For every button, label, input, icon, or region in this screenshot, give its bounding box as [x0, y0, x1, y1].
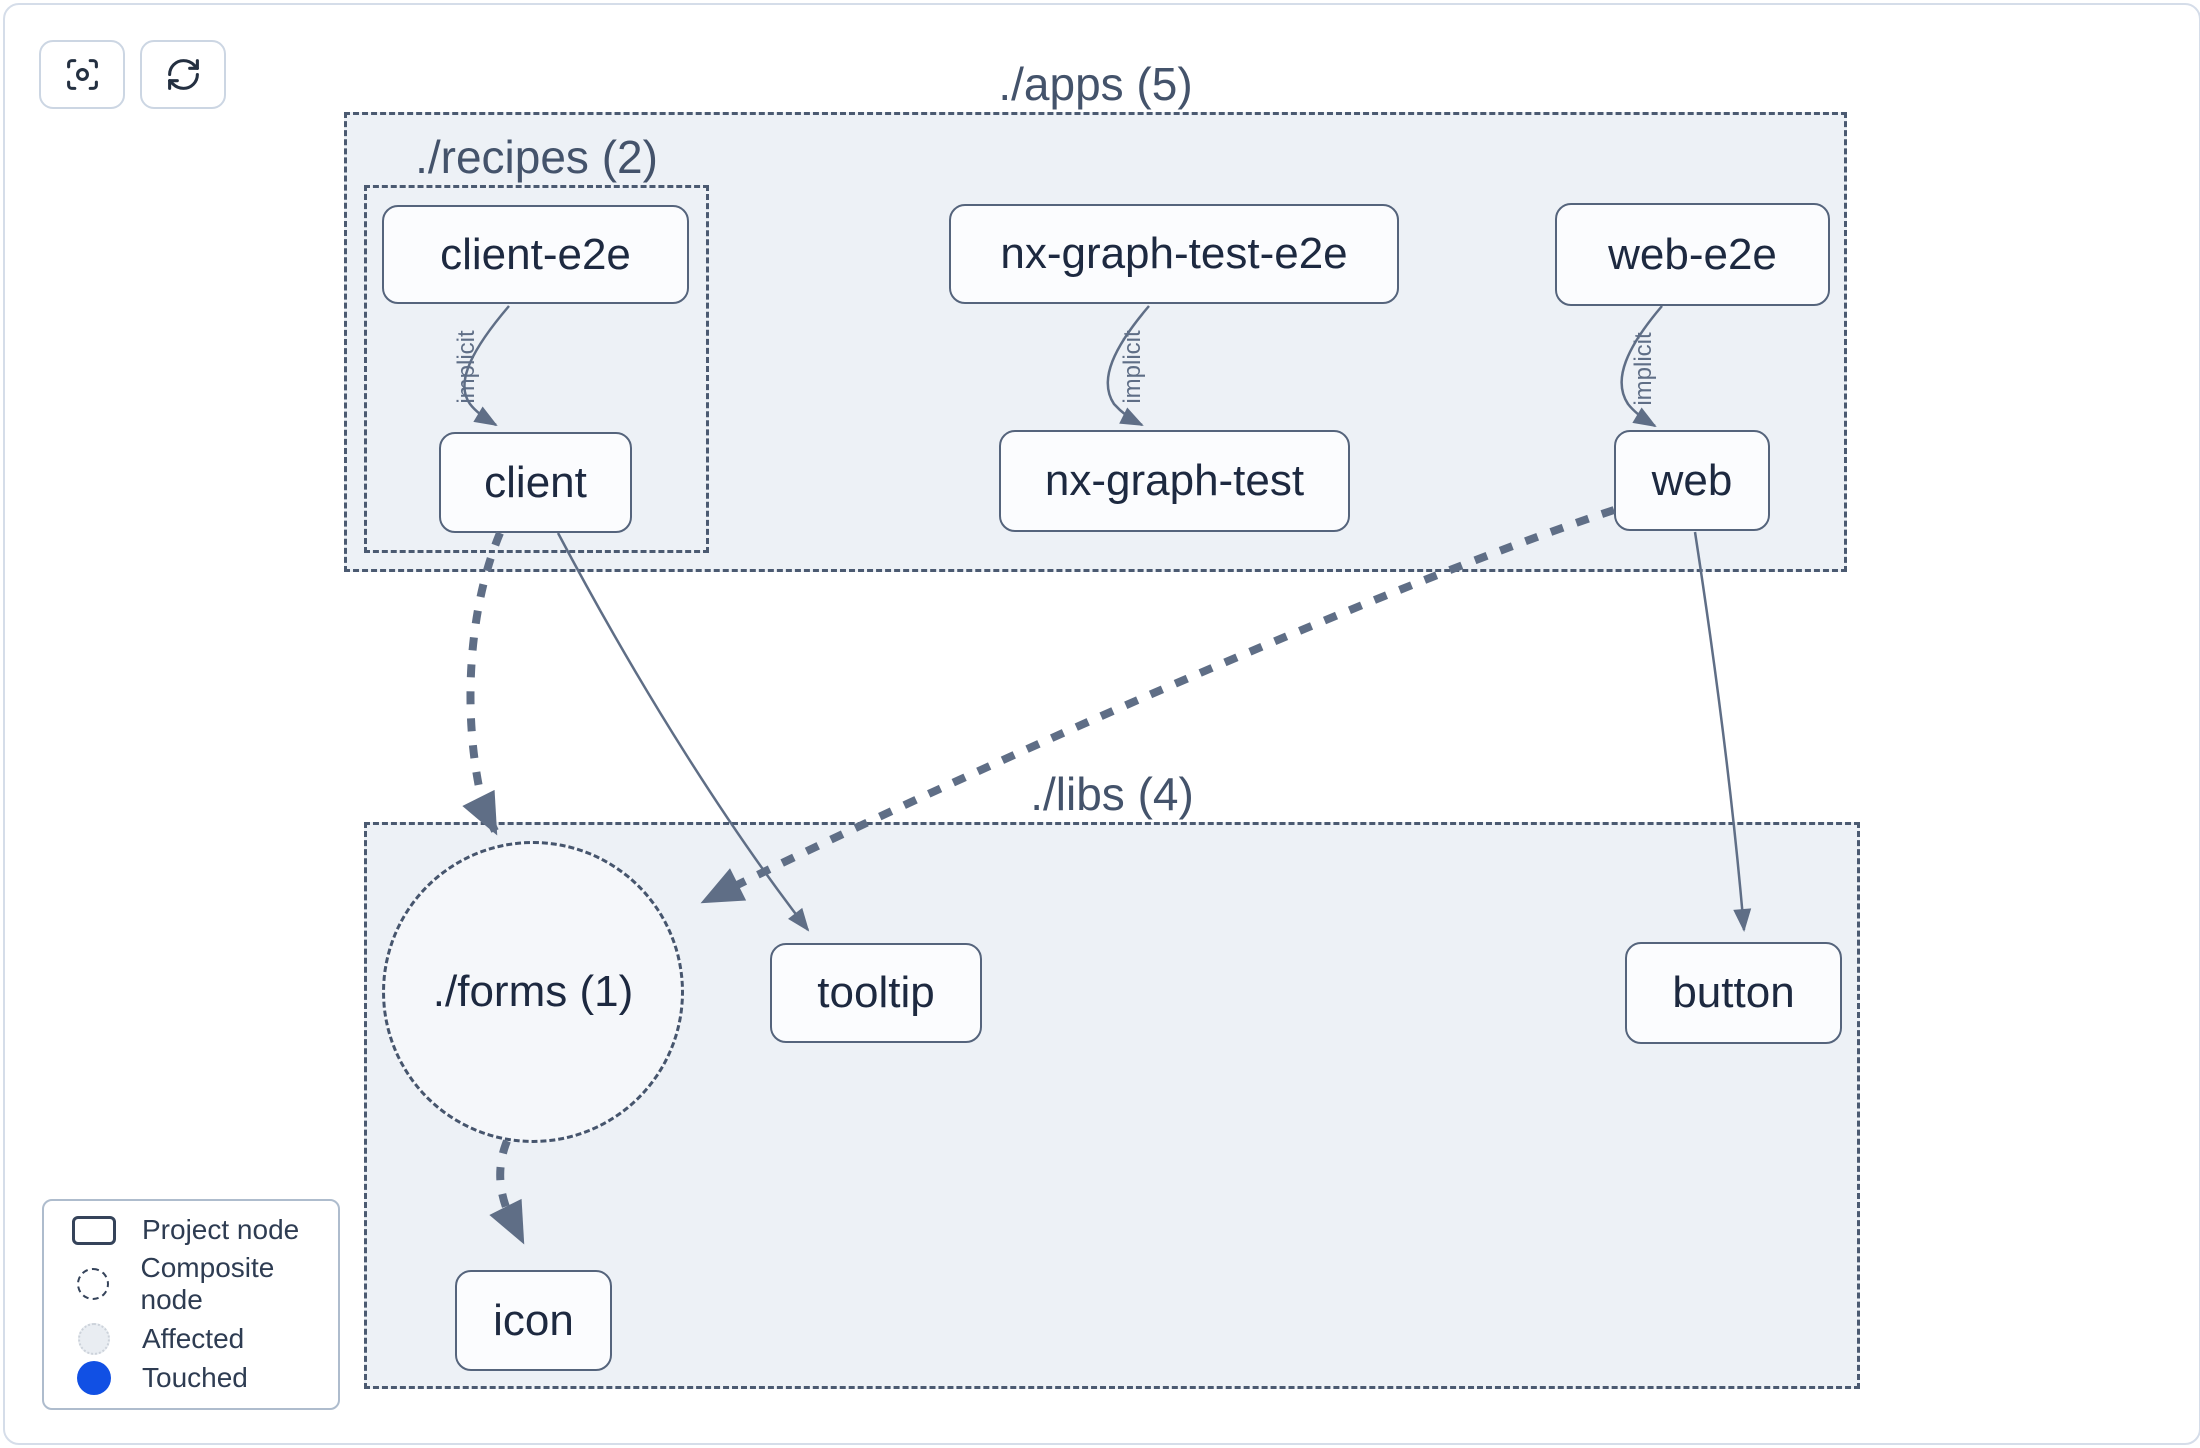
touched-swatch [70, 1360, 118, 1395]
node-tooltip[interactable]: tooltip [770, 943, 982, 1043]
legend-label: Project node [142, 1214, 300, 1246]
composite-node-forms[interactable]: ./forms (1) [382, 841, 684, 1143]
legend-item-project-node: Project node [70, 1214, 338, 1246]
affected-swatch [70, 1322, 118, 1355]
node-nx-graph-test[interactable]: nx-graph-test [999, 430, 1350, 532]
node-nx-graph-test-e2e[interactable]: nx-graph-test-e2e [949, 204, 1399, 304]
legend-label: Touched [142, 1361, 248, 1393]
edge-client-to-forms[interactable] [462, 531, 504, 836]
project-node-swatch [70, 1215, 118, 1245]
node-button[interactable]: button [1625, 942, 1842, 1044]
refresh-button[interactable] [140, 40, 226, 109]
legend: Project node Composite node Affected Tou… [42, 1199, 340, 1410]
node-client-e2e[interactable]: client-e2e [382, 205, 689, 304]
legend-item-composite-node: Composite node [70, 1252, 338, 1316]
group-apps-label: ./apps (5) [998, 58, 1193, 110]
legend-item-affected: Affected [70, 1322, 338, 1355]
node-client[interactable]: client [439, 432, 632, 533]
node-web[interactable]: web [1614, 430, 1770, 531]
node-web-e2e[interactable]: web-e2e [1555, 203, 1830, 306]
group-libs-label: ./libs (4) [1030, 768, 1194, 820]
composite-node-swatch [70, 1268, 117, 1301]
legend-item-touched: Touched [70, 1360, 338, 1395]
focus-button[interactable] [39, 40, 125, 109]
legend-label: Affected [142, 1322, 245, 1354]
legend-label: Composite node [140, 1252, 275, 1316]
focus-icon [66, 59, 98, 90]
node-icon[interactable]: icon [455, 1270, 612, 1371]
refresh-icon [167, 59, 199, 90]
nx-graph-canvas: ./apps (5) ./recipes (2) ./libs (4) ./fo… [3, 3, 2200, 1445]
